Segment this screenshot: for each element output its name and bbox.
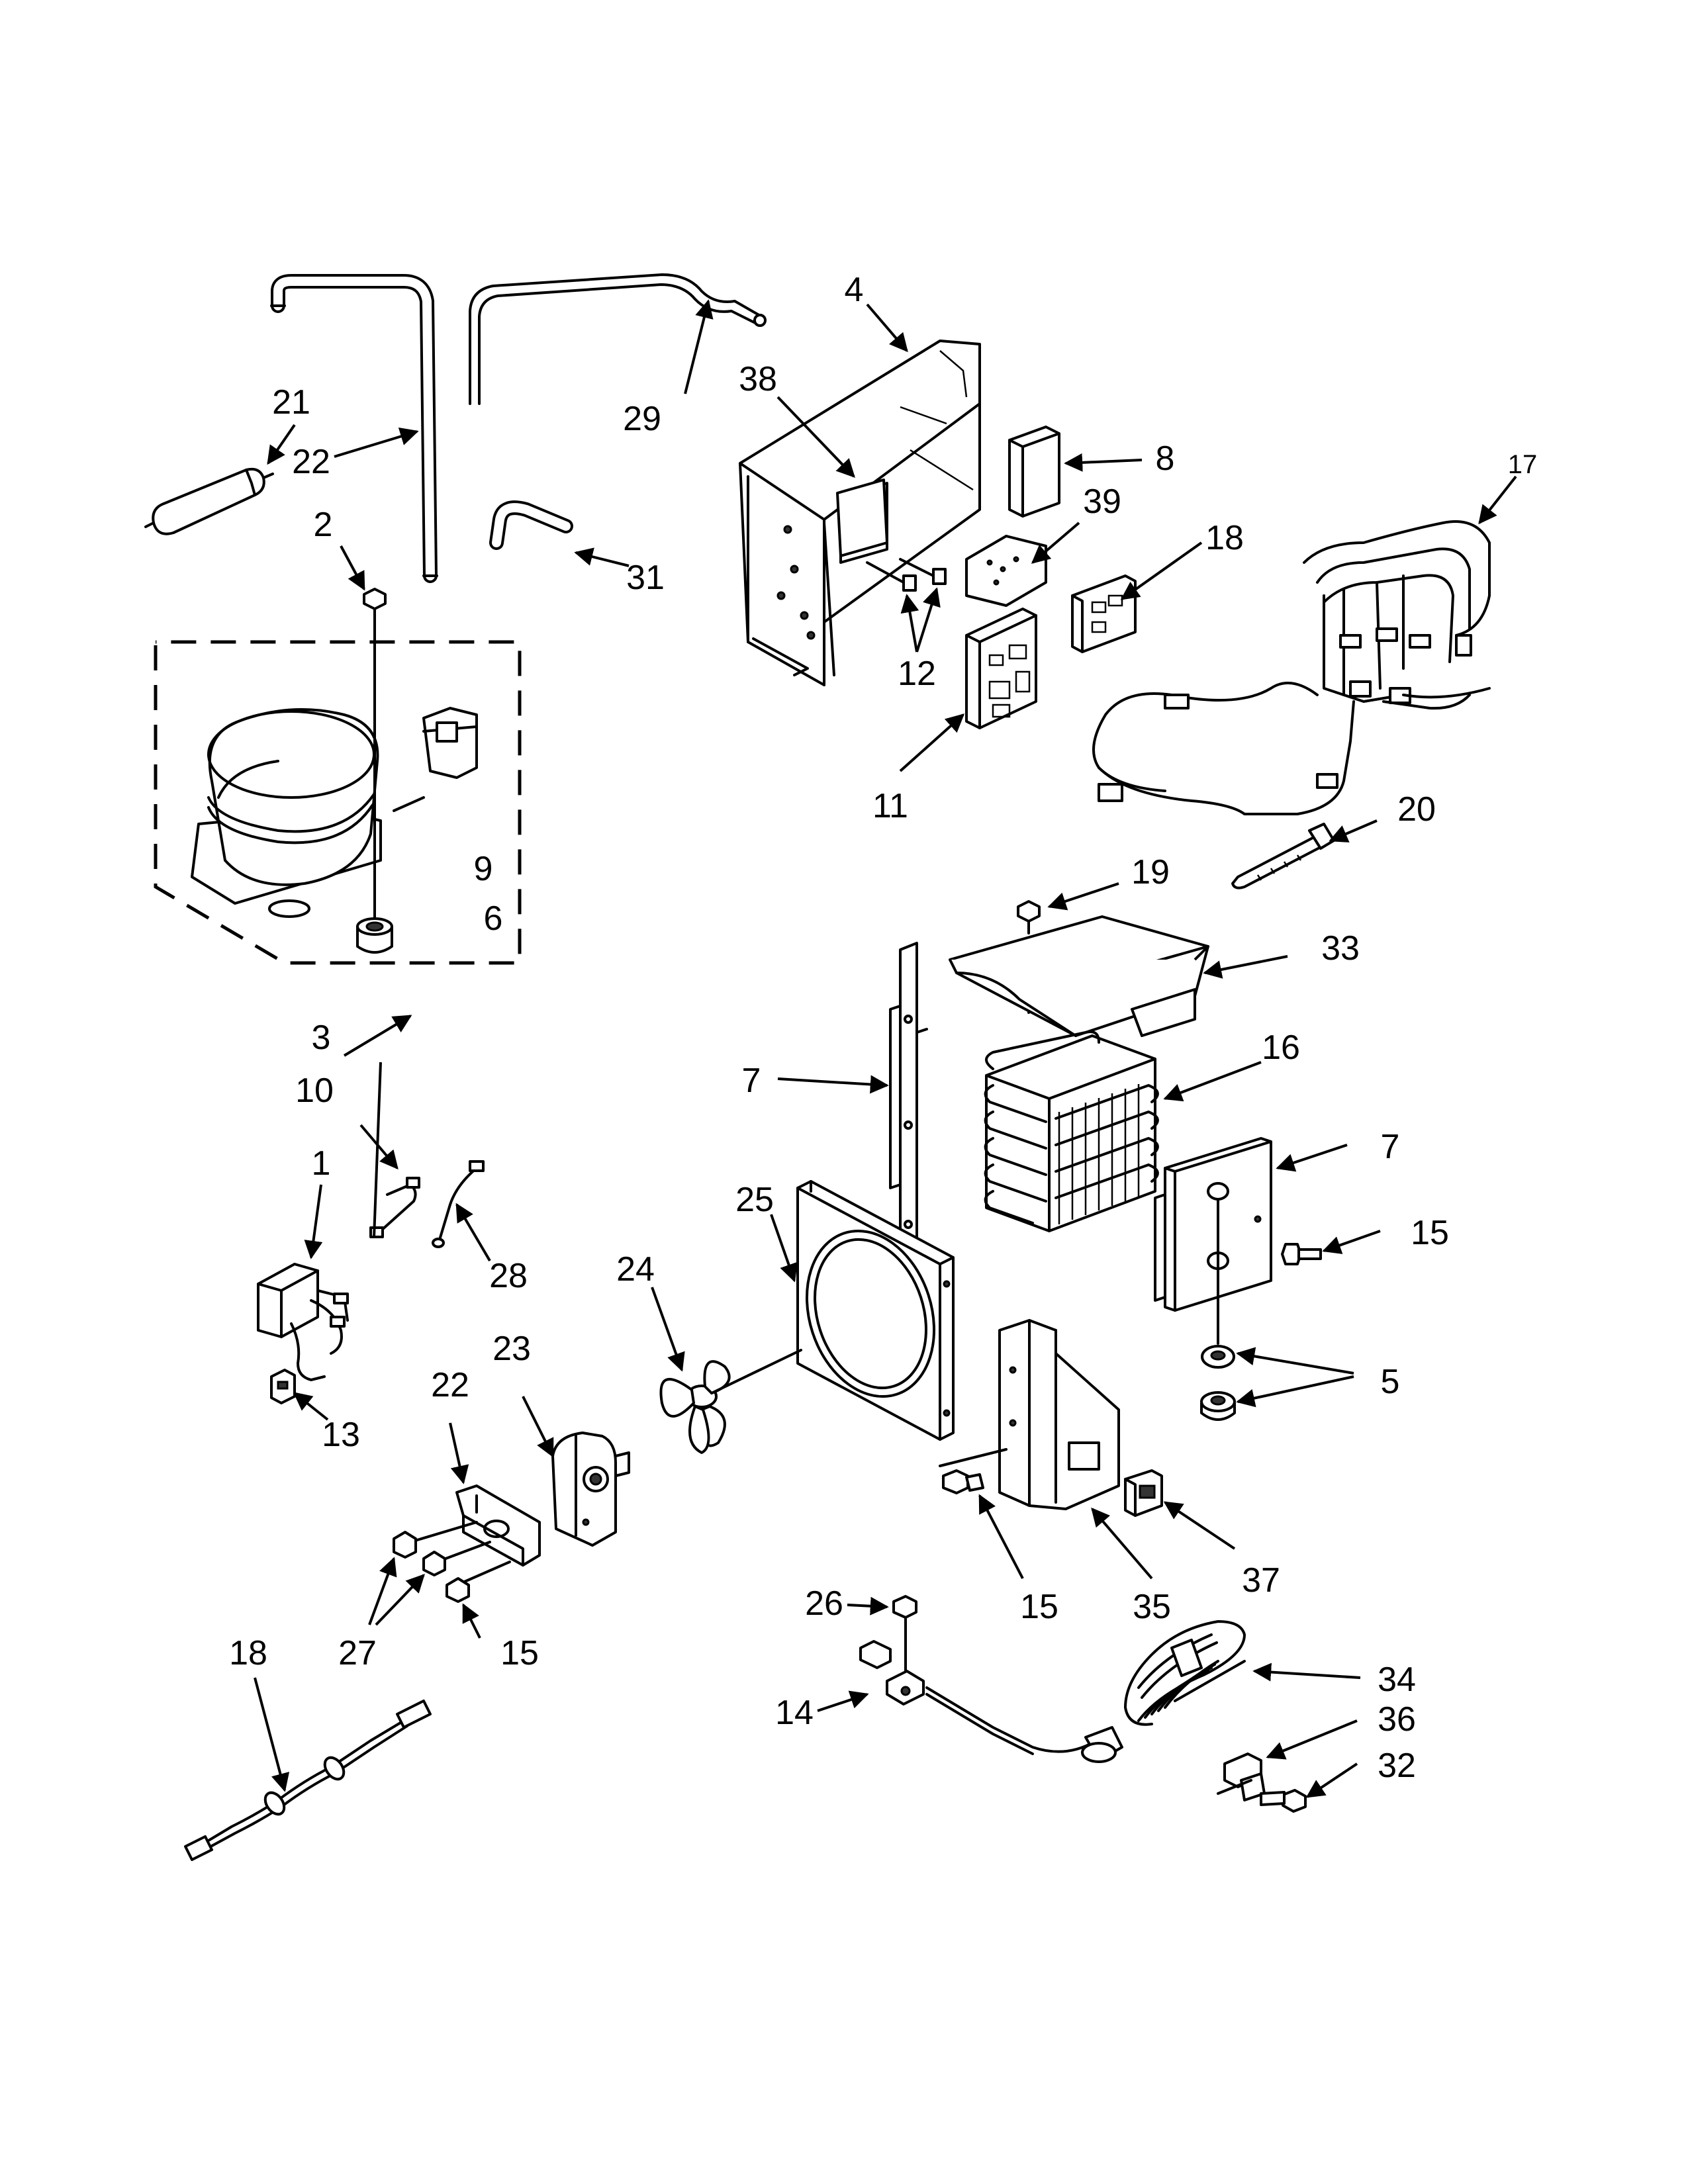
callout-6: 6 (484, 899, 503, 938)
callout-3: 3 (312, 1019, 331, 1057)
callout-21: 21 (272, 383, 310, 422)
callout-2: 2 (314, 506, 333, 544)
callout-24: 24 (616, 1250, 655, 1289)
callout-12: 12 (898, 655, 936, 693)
callout-25: 25 (735, 1181, 774, 1219)
bracket-22-part (409, 1484, 541, 1586)
screw-2-part (363, 588, 387, 627)
callout-7-left: 7 (742, 1062, 761, 1100)
bracket-14-part (859, 1640, 925, 1706)
callout-1: 1 (312, 1144, 331, 1183)
bracket-35-part (939, 1319, 1120, 1510)
callout-19: 19 (1131, 853, 1170, 891)
screw-15-mid-part (942, 1469, 984, 1494)
relay-cover-part (393, 707, 478, 812)
callout-37: 37 (1242, 1561, 1280, 1600)
clips-12-part (866, 558, 947, 592)
hose-31-part (489, 500, 573, 550)
compressor-part (191, 624, 382, 925)
tube-30-part (270, 274, 438, 583)
bracket-7-left-part (889, 942, 928, 1252)
screws-27-part (393, 1531, 470, 1603)
screw-26-part (892, 1595, 917, 1676)
callout-22: 22 (431, 1366, 469, 1404)
callout-31: 31 (626, 559, 665, 597)
fan-shroud-25-part (796, 1180, 955, 1441)
callout-7-right: 7 (1381, 1128, 1400, 1166)
control-board-11-part (965, 608, 1037, 729)
callout-17: 17 (1508, 450, 1538, 479)
callout-34: 34 (1378, 1661, 1416, 1699)
callout-15-left: 15 (500, 1634, 539, 1672)
callout-16: 16 (1262, 1028, 1300, 1067)
callout-10: 10 (295, 1071, 334, 1110)
callout-20: 20 (1397, 790, 1436, 829)
callout-4: 4 (845, 271, 864, 309)
clip-36-part (1217, 1752, 1266, 1801)
callout-28: 28 (489, 1257, 528, 1295)
callout-33: 33 (1321, 929, 1360, 968)
wiring-harness-17-part (1092, 520, 1491, 815)
tube-29-part (469, 273, 767, 405)
callout-8: 8 (1156, 439, 1175, 478)
callout-30: 22 (292, 443, 330, 481)
callout-13: 13 (322, 1416, 360, 1454)
compressor-assembly-box (154, 640, 522, 965)
relay-8-part (1008, 426, 1060, 518)
callout-11: 11 (872, 787, 908, 825)
clip-13-part (270, 1369, 296, 1404)
screw-32-part (1260, 1789, 1307, 1813)
wire-28-part (432, 1160, 485, 1248)
callout-15-mid: 15 (1020, 1588, 1058, 1626)
callout-32: 32 (1378, 1747, 1416, 1785)
callout-36: 36 (1378, 1700, 1416, 1739)
callout-27: 27 (338, 1634, 377, 1672)
harness-18-bottom-part (184, 1700, 432, 1861)
callout-9: 9 (474, 850, 493, 888)
callout-14: 14 (775, 1694, 814, 1732)
timer-23-part (551, 1432, 630, 1547)
grommets-5-part (1200, 1345, 1236, 1421)
box-37-part (1124, 1469, 1163, 1517)
callout-38: 38 (739, 360, 777, 398)
fan-blade-24-part (659, 1349, 802, 1454)
wire-10-part (369, 1177, 420, 1238)
drier-part (144, 467, 274, 535)
board-39-part (965, 535, 1047, 607)
board-18-part (1071, 574, 1137, 653)
callout-15-right: 15 (1411, 1214, 1449, 1252)
start-device-1-part (257, 1263, 349, 1381)
callout-labels: 21 22 2 3 29 31 9 6 4 38 8 39 17 18 12 1… (229, 271, 1537, 1785)
callout-18-top: 18 (1205, 519, 1244, 557)
heater-34-part (925, 1620, 1246, 1763)
callout-23: 23 (492, 1330, 531, 1368)
cover-33-part (949, 915, 1209, 1037)
callout-39: 39 (1083, 482, 1121, 521)
coil-16-part (984, 1030, 1159, 1232)
bracket-7-right-part (1154, 1137, 1272, 1345)
callout-29: 29 (623, 400, 661, 438)
screw-15-right-part (1281, 1243, 1322, 1265)
callout-26: 26 (805, 1584, 843, 1623)
label-38-part (836, 478, 888, 557)
leader-lines (254, 299, 1517, 1798)
callout-5: 5 (1381, 1363, 1400, 1401)
grommet-6-part (356, 917, 393, 954)
callout-35: 35 (1133, 1588, 1171, 1626)
wire-tie-20-part (1231, 823, 1335, 889)
callout-18-bottom: 18 (229, 1634, 267, 1672)
